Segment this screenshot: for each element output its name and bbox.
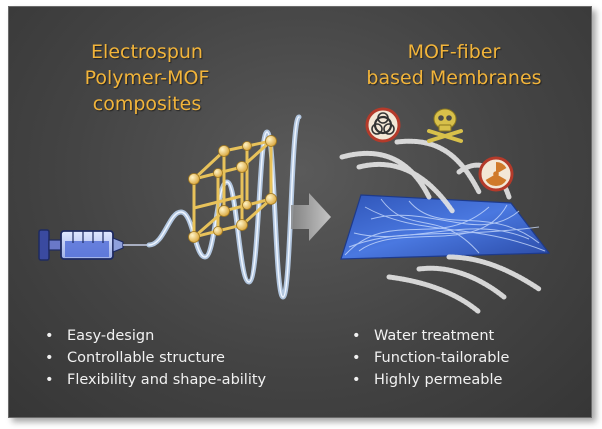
syringe-icon — [38, 229, 149, 261]
biohazard-icon — [365, 107, 401, 143]
left-bullet-list: Easy-design Controllable structure Flexi… — [45, 325, 266, 391]
right-bullet-list: Water treatment Function-tailorable High… — [352, 325, 509, 391]
right-title: MOF-fiber based Membranes — [349, 39, 559, 91]
skull-icon — [427, 108, 463, 143]
right-bullet-item: Highly permeable — [352, 369, 509, 391]
left-title: Electrospun Polymer-MOF composites — [47, 39, 247, 117]
right-bullet-item: Water treatment — [352, 325, 509, 347]
left-bullet-item: Easy-design — [45, 325, 266, 347]
left-title-line-2: Polymer-MOF — [84, 67, 210, 89]
radiation-icon — [478, 156, 514, 192]
left-title-line-1: Electrospun — [91, 41, 203, 63]
diagram-panel: Electrospun Polymer-MOF composites MOF-f… — [8, 6, 592, 418]
left-bullet-item: Controllable structure — [45, 347, 266, 369]
right-title-line-1: MOF-fiber — [407, 41, 501, 63]
arrow-icon — [291, 193, 331, 241]
right-bullet-item: Function-tailorable — [352, 347, 509, 369]
illustration — [38, 107, 551, 315]
left-bullet-item: Flexibility and shape-ability — [45, 369, 266, 391]
right-title-line-2: based Membranes — [366, 67, 542, 89]
mof-nodes — [188, 135, 277, 243]
membrane-icon — [340, 194, 551, 260]
left-title-line-3: composites — [92, 93, 202, 115]
